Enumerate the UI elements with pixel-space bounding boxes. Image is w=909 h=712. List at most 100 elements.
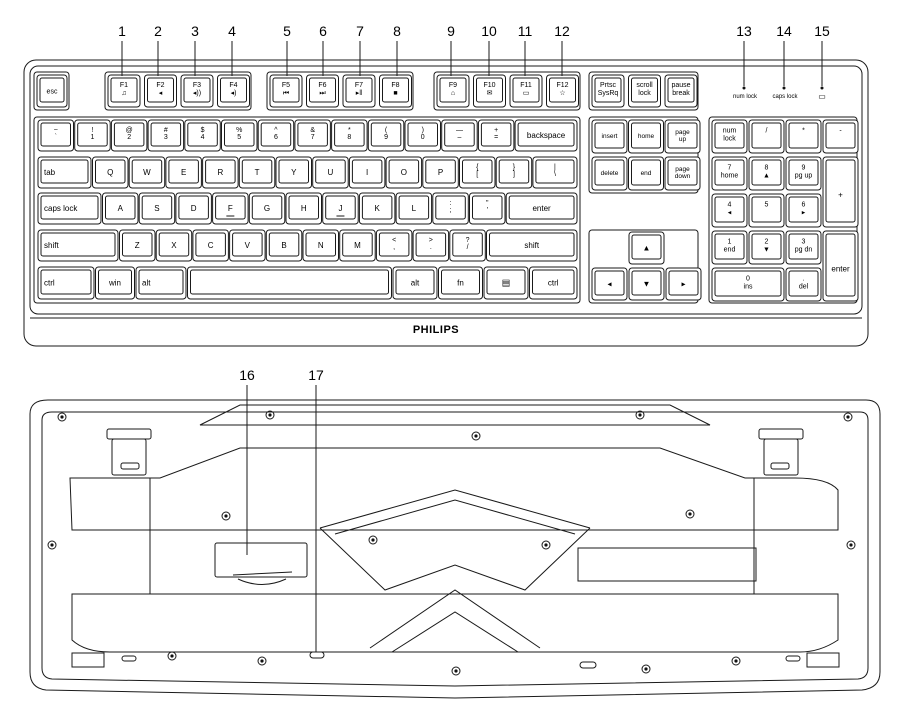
arrow-up-key[interactable]: ▲ [628, 231, 665, 265]
key-n[interactable]: N [302, 229, 339, 262]
punct-key-0[interactable]: <, [375, 229, 413, 262]
key-q[interactable]: Q [92, 156, 129, 189]
key-h[interactable]: H [285, 192, 322, 225]
key-s[interactable]: S [138, 192, 176, 225]
nav-key-insert[interactable]: insert [591, 119, 628, 154]
left-ctrl-key[interactable]: ctrl [37, 266, 95, 300]
f12-key[interactable]: F12☆ [546, 74, 579, 108]
numpad-r2-key-1[interactable]: 8▲ [748, 156, 785, 191]
space-bar[interactable] [187, 266, 392, 300]
bracket-key-0[interactable]: {[ [459, 156, 496, 189]
battery-compartment[interactable] [214, 542, 308, 585]
semi-key-0[interactable]: :; [432, 192, 469, 225]
bracket-key-1[interactable]: }] [495, 156, 533, 189]
key-k[interactable]: K [358, 192, 396, 225]
arrow-right-key[interactable]: ▸ [665, 267, 702, 301]
num-row-key-0[interactable]: ~` [37, 119, 74, 152]
key-f[interactable]: F [212, 192, 249, 225]
tab-key[interactable]: tab [37, 156, 92, 189]
f4-key[interactable]: F4◂) [217, 74, 250, 108]
numpad-r1-key-3[interactable]: - [822, 119, 859, 154]
right-alt-key[interactable]: alt [392, 266, 438, 300]
key-t[interactable]: T [238, 156, 276, 189]
key-o[interactable]: O [385, 156, 423, 189]
num-row-key-1[interactable]: !1 [74, 119, 111, 152]
punct-key-1[interactable]: >. [412, 229, 450, 262]
f8-key[interactable]: F8■ [379, 74, 412, 108]
key-y[interactable]: Y [275, 156, 312, 189]
num-row-key-9[interactable]: (9 [367, 119, 405, 152]
backslash-key[interactable]: |\ [532, 156, 578, 189]
numpad-r4-key-2[interactable]: 3pg dn [785, 230, 822, 265]
numpad-r1-key-1[interactable]: / [748, 119, 785, 154]
key-z[interactable]: Z [119, 229, 156, 262]
f7-key[interactable]: F7▸‖ [342, 74, 376, 108]
win-key[interactable]: win [95, 266, 135, 300]
enter-key[interactable]: enter [505, 192, 578, 225]
num-row-key-4[interactable]: $4 [184, 119, 221, 152]
fn-key[interactable]: fn [438, 266, 483, 300]
backspace-key[interactable]: backspace [514, 119, 578, 152]
esc-key[interactable]: esc [36, 74, 68, 108]
numpad-dot-key[interactable]: .del [785, 267, 822, 302]
key-r[interactable]: R [202, 156, 239, 189]
num-row-key-2[interactable]: @2 [110, 119, 148, 152]
arrow-left-key[interactable]: ◂ [591, 267, 628, 301]
key-v[interactable]: V [229, 229, 266, 262]
numpad-r4-key-1[interactable]: 2▼ [748, 230, 785, 265]
power-switch[interactable] [309, 651, 325, 659]
key-x[interactable]: X [155, 229, 193, 262]
num-row-key-12[interactable]: += [477, 119, 515, 152]
num-row-key-8[interactable]: *8 [331, 119, 368, 152]
numpad-r3-key-1[interactable]: 5 [748, 193, 785, 228]
key-u[interactable]: U [312, 156, 349, 189]
key-g[interactable]: G [248, 192, 286, 225]
f6-key[interactable]: F6⏭ [306, 74, 339, 108]
left-alt-key[interactable]: alt [135, 266, 187, 300]
num-row-key-5[interactable]: %5 [221, 119, 258, 152]
semi-key-1[interactable]: "' [469, 192, 506, 225]
key-p[interactable]: P [422, 156, 459, 189]
key-d[interactable]: D [175, 192, 212, 225]
numpad-r2-key-2[interactable]: 9pg up [785, 156, 822, 191]
right-shift-key[interactable]: shift [486, 229, 578, 262]
arrow-down-key[interactable]: ▼ [628, 267, 665, 301]
key-a[interactable]: A [102, 192, 139, 225]
nav-key-delete[interactable]: delete [591, 156, 628, 191]
menu-key[interactable]: ▤ [483, 266, 529, 300]
caps-lock-key[interactable]: caps lock [37, 192, 102, 225]
left-shift-key[interactable]: shift [37, 229, 119, 262]
numpad-r3-key-0[interactable]: 4◂ [711, 193, 748, 228]
key-w[interactable]: W [128, 156, 166, 189]
f9-key[interactable]: F9⌂ [436, 74, 470, 108]
numpad-plus-key[interactable]: + [822, 156, 859, 228]
punct-key-2[interactable]: ?/ [449, 229, 486, 262]
f10-key[interactable]: F10✉ [473, 74, 506, 108]
nav-key-home[interactable]: home [628, 119, 664, 154]
key-l[interactable]: L [395, 192, 433, 225]
numpad-enter-key[interactable]: enter [822, 230, 859, 302]
num-row-key-11[interactable]: —– [441, 119, 478, 152]
key-j[interactable]: J [322, 192, 359, 225]
nav-key-end[interactable]: end [628, 156, 664, 191]
numpad-r1-key-2[interactable]: * [785, 119, 822, 154]
num-row-key-6[interactable]: ^6 [257, 119, 295, 152]
num-row-key-3[interactable]: #3 [147, 119, 185, 152]
numpad-r3-key-2[interactable]: 6▸ [785, 193, 822, 228]
key-c[interactable]: C [192, 229, 229, 262]
f2-key[interactable]: F2◂ [144, 74, 177, 108]
f5-key[interactable]: F5⏮ [269, 74, 303, 108]
key-b[interactable]: B [265, 229, 303, 262]
f3-key[interactable]: F3◂)) [180, 74, 214, 108]
num-row-key-10[interactable]: )0 [404, 119, 441, 152]
right-ctrl-key[interactable]: ctrl [529, 266, 578, 300]
num-row-key-7[interactable]: &7 [294, 119, 331, 152]
